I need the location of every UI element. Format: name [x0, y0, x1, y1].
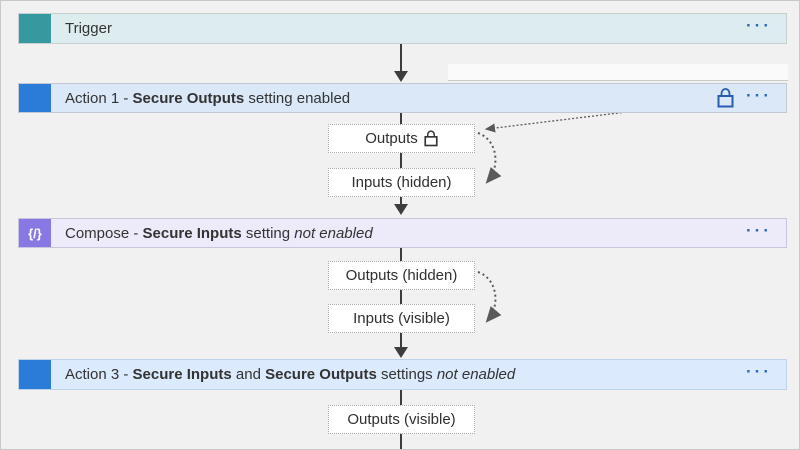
more-options-button[interactable]: ···: [746, 85, 772, 105]
node-action-3[interactable]: Action 3 - Secure Inputs and Secure Outp…: [18, 359, 787, 390]
outputs-visible-label: Outputs (visible): [347, 411, 456, 428]
node-title: Trigger: [65, 20, 112, 37]
action-icon: [19, 84, 51, 112]
node-compose[interactable]: {/} Compose - Secure Inputs setting not …: [18, 218, 787, 248]
inputs-hidden-box: Inputs (hidden): [328, 168, 475, 197]
node-trigger[interactable]: Trigger ···: [18, 13, 787, 44]
inputs-hidden-label: Inputs (hidden): [351, 174, 452, 191]
inputs-visible-label: Inputs (visible): [353, 310, 450, 327]
more-options-button[interactable]: ···: [746, 16, 772, 35]
secure-outputs-lock-icon: [717, 88, 734, 108]
action-icon: [19, 360, 51, 389]
background-patch: [448, 64, 788, 81]
compose-icon: {/}: [19, 219, 51, 247]
inputs-visible-box: Inputs (visible): [328, 304, 475, 333]
outputs-hidden-label: Outputs (hidden): [345, 267, 458, 284]
outputs-to-inputs-curved-arrow-1: [477, 132, 502, 184]
outputs-to-inputs-curved-arrow-2: [477, 271, 502, 323]
node-title: Action 3 - Secure Inputs and Secure Outp…: [65, 366, 516, 383]
outputs-hidden-box: Outputs (hidden): [328, 261, 475, 290]
more-options-button[interactable]: ···: [746, 220, 772, 240]
lock-icon: [424, 130, 438, 147]
node-title: Compose - Secure Inputs setting not enab…: [65, 224, 373, 242]
more-options-button[interactable]: ···: [746, 362, 772, 381]
node-title: Action 1 - Secure Outputs setting enable…: [65, 89, 351, 107]
node-action-1[interactable]: Action 1 - Secure Outputs setting enable…: [18, 83, 787, 113]
outputs-box: Outputs: [328, 124, 475, 153]
compose-icon-glyph: {/}: [28, 225, 42, 241]
outputs-visible-box: Outputs (visible): [328, 405, 475, 434]
outputs-label: Outputs: [365, 130, 418, 147]
trigger-icon: [19, 14, 51, 43]
